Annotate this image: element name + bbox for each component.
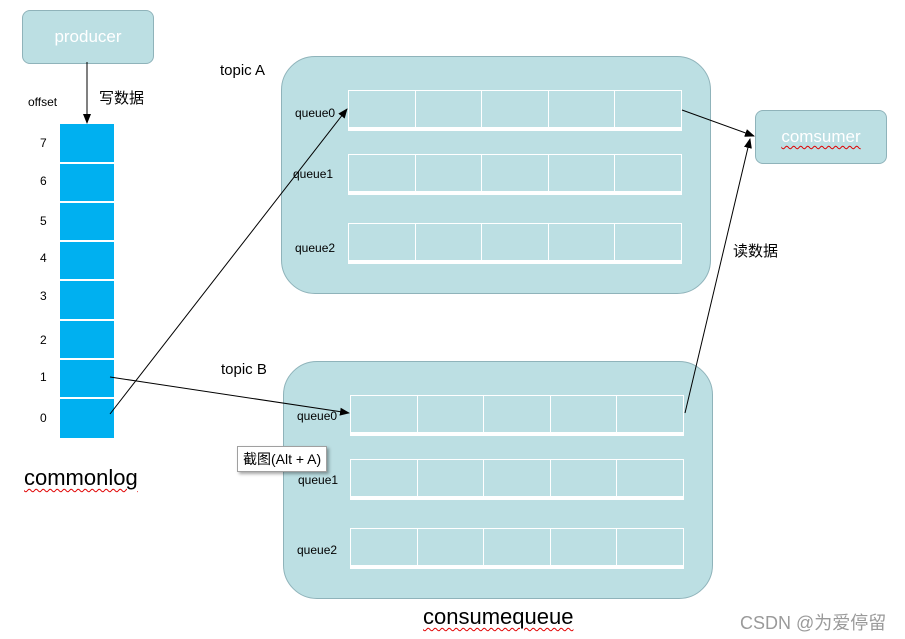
queue-slot [614,154,682,192]
queue-slot [616,528,684,566]
queue-slot [481,154,548,192]
offset-number: 3 [40,289,47,303]
queue-slot [414,90,482,128]
offset-number: 1 [40,370,47,384]
offset-number: 0 [40,411,47,425]
consumequeue-title: consumequeue [423,604,574,629]
queue-label: queue1 [293,167,334,181]
queue-slot [547,90,615,128]
queue-slot [616,459,684,497]
queue-slot [614,223,682,261]
queue-slot [547,223,615,261]
topic-a-queue2-row [348,223,682,264]
consumer-box: comsumer [755,110,887,164]
offset-number: 2 [40,333,47,347]
queue-slot [549,459,617,497]
offset-number: 7 [40,136,47,150]
log-cell-4 [60,242,114,281]
log-cell-2 [60,321,114,360]
topic-b-title: topic B [221,361,267,378]
watermark: CSDN @为爱停留 [740,613,887,633]
queue-slot [483,528,550,566]
queue-slot [416,395,484,433]
offset-header: offset [28,95,58,109]
topic-a-queue0-row [348,90,682,131]
queue-label: queue0 [297,409,338,423]
consumer-label: comsumer [781,127,861,146]
log-cell-5 [60,203,114,242]
offset-number: 4 [40,251,47,265]
queue-slot [414,154,482,192]
topic-b-queue1-row [350,459,684,500]
queue-slot [348,223,415,261]
topic-b-queue0-row [350,395,684,436]
queue-slot [481,223,548,261]
log-cell-3 [60,281,114,321]
queue-slot [549,528,617,566]
log-cell-7 [60,124,114,164]
commitlog-title: commonlog [24,465,138,490]
queue-slot [350,459,417,497]
screenshot-tooltip: 截图(Alt + A) [237,446,328,472]
topic-a-title: topic A [220,62,266,79]
producer-label: producer [54,27,122,46]
write-data-label: 写数据 [99,90,145,107]
queue-slot [350,395,417,433]
queue-slot [547,154,615,192]
queue-slot [549,395,617,433]
queue-slot [414,223,482,261]
queue-slot [483,459,550,497]
queue-label: queue1 [298,473,339,487]
queue-slot [614,90,682,128]
queue-slot [483,395,550,433]
producer-box: producer [22,10,154,64]
read-data-label: 读数据 [733,243,779,260]
queue-slot [348,154,415,192]
topic-a-queue1-row [348,154,682,195]
queue-label: queue0 [295,106,336,120]
queue-slot [416,528,484,566]
offset-number: 6 [40,174,47,188]
queue-slot [481,90,548,128]
log-cell-0 [60,399,114,438]
queue-label: queue2 [297,543,338,557]
queue-slot [350,528,417,566]
queue-slot [416,459,484,497]
queue-label: queue2 [295,241,336,255]
queue-slot [616,395,684,433]
log-cell-1 [60,360,114,399]
queue-slot [348,90,415,128]
log-cell-6 [60,164,114,203]
topic-b-queue2-row [350,528,684,569]
offset-number: 5 [40,214,47,228]
